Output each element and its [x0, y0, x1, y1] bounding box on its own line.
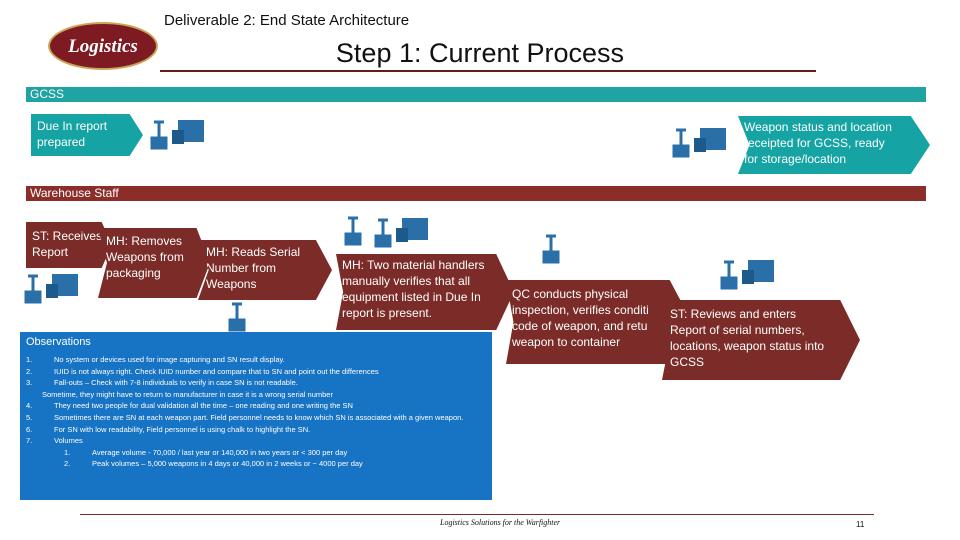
title-rule: [160, 70, 816, 72]
valve-computer-icon: [150, 120, 204, 150]
logo-text: Logistics: [68, 36, 138, 57]
step-removes-weapons: MH: Removes Weapons from packaging: [98, 228, 210, 298]
list-item: 3.Fall-outs – Check with 7-8 individuals…: [26, 378, 298, 388]
step-reads-serial: MH: Reads Serial Number from Weapons: [198, 240, 332, 300]
list-item: 2.IUID is not always right. Check IUID n…: [26, 366, 379, 376]
logistics-logo: Logistics: [48, 22, 158, 70]
footer-rule: [80, 514, 874, 515]
valve-computer-icon: [374, 218, 428, 248]
observations-panel: Observations 1.No system or devices used…: [20, 332, 492, 500]
valve-computer-icon: [24, 274, 78, 304]
valve-icon: [228, 302, 246, 332]
valve-icon: [344, 216, 362, 246]
footer-tagline: Logistics Solutions for the Warfighter: [440, 518, 561, 527]
page-number: 11: [856, 520, 865, 529]
list-item: 5.Sometimes there are SN at each weapon …: [26, 412, 464, 422]
valve-computer-icon: [720, 260, 774, 290]
observations-heading: Observations: [26, 336, 91, 348]
page-title: Step 1: Current Process: [335, 38, 625, 68]
step-reviews-enters: ST: Reviews and enters Report of serial …: [662, 300, 860, 380]
step-weapon-status: Weapon status and location receipted for…: [738, 116, 930, 174]
list-item: 4.They need two people for dual validati…: [26, 401, 353, 411]
list-item: 1.No system or devices used for image ca…: [26, 355, 285, 364]
step-qc-inspection: QC conducts physical inspection, verifie…: [506, 280, 692, 364]
list-item: 6.For SN with low readability, Field per…: [26, 424, 311, 434]
valve-icon: [542, 234, 560, 264]
step-due-in-report: Due In report prepared: [31, 114, 143, 156]
step-receives-report: ST: Receives Report: [26, 222, 112, 268]
list-item: 7.Volumes: [26, 436, 83, 446]
list-item: 2.Peak volumes – 5,000 weapons in 4 days…: [64, 459, 363, 469]
list-item: Sometime, they might have to return to m…: [42, 389, 333, 399]
step-two-handlers-verify: MH: Two material handlers manually verif…: [336, 254, 514, 330]
lane-gcss: GCSS: [26, 87, 926, 102]
list-item: 1.Average volume - 70,000 / last year or…: [64, 447, 348, 457]
lane-warehouse-staff: Warehouse Staff: [26, 186, 926, 201]
observations-list: 1.No system or devices used for image ca…: [26, 354, 486, 470]
deliverable-subtitle: Deliverable 2: End State Architecture: [164, 12, 410, 29]
valve-computer-icon: [672, 128, 726, 158]
